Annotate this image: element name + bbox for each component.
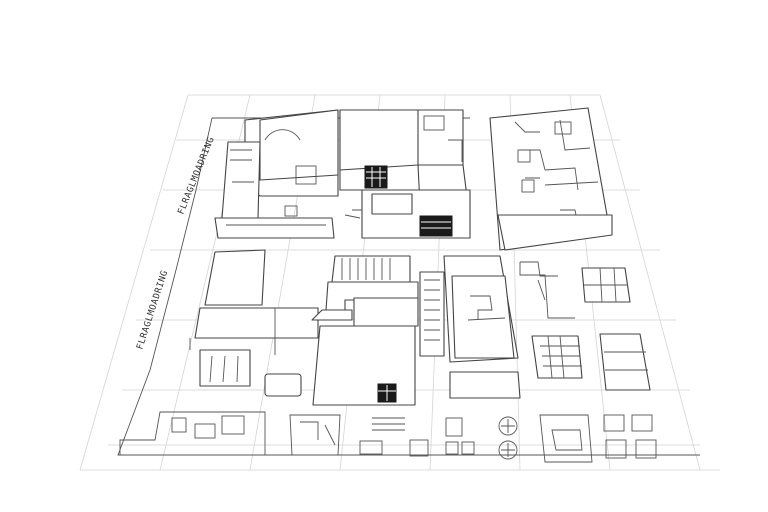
building-middle-left	[189, 249, 319, 397]
vertical-label-upper: FLRAGLMOADRING	[177, 136, 217, 217]
building-middle-center	[311, 255, 445, 406]
bottom-symbol-row	[119, 411, 657, 463]
structure-right-upper	[519, 261, 631, 319]
vertical-label-1: FLRAGLMOADRING	[177, 136, 217, 217]
structure-right-lower	[531, 333, 651, 391]
building-top-center	[339, 109, 471, 239]
building-top-left	[214, 109, 339, 239]
building-middle-right	[443, 255, 521, 399]
building-top-right	[489, 107, 613, 251]
